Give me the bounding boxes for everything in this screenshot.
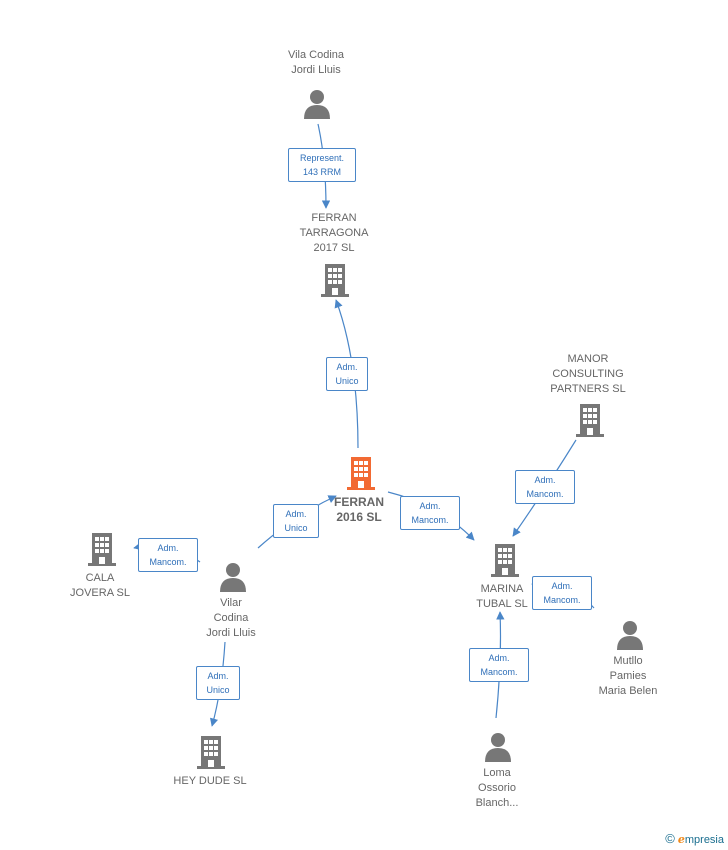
edge-label-line: Adm. — [419, 501, 441, 511]
person-icon[interactable] — [219, 562, 247, 592]
node-manor-label[interactable]: MANOR CONSULTING PARTNERS SL — [550, 352, 625, 397]
node-ferran-2016-label[interactable]: FERRAN 2016 SL — [334, 495, 384, 525]
edge-label-line: Mancom. — [526, 489, 564, 499]
building-icon[interactable] — [196, 735, 226, 769]
edge-label-line: Unico — [206, 685, 230, 695]
edge-label-line: Adm. — [551, 581, 573, 591]
brand-watermark: ©empresia — [665, 831, 724, 846]
label-line: MARINA — [480, 583, 524, 595]
label-line: FERRAN — [334, 495, 384, 509]
node-marina-tubal-label[interactable]: MARINA TUBAL SL — [476, 582, 528, 612]
label-line: 2016 SL — [336, 510, 382, 524]
edge-label-line: Adm. — [157, 543, 179, 553]
edge-label-line: Unico — [284, 523, 308, 533]
building-icon[interactable] — [320, 263, 350, 297]
edge-label-line: Adm. — [488, 653, 510, 663]
label-line: MANOR — [567, 353, 609, 365]
edge-label-line: 143 RRM — [302, 167, 341, 177]
edge-label-adm-unico[interactable]: Adm. Unico — [196, 666, 240, 700]
edge-label-adm-unico[interactable]: Adm. Unico — [326, 357, 368, 391]
edge-label-line: Mancom. — [480, 667, 518, 677]
edge-label-adm-unico[interactable]: Adm. Unico — [273, 504, 319, 538]
building-icon[interactable] — [490, 543, 520, 577]
node-cala-jovera-label[interactable]: CALA JOVERA SL — [70, 571, 130, 601]
edge-label-represent[interactable]: Represent. 143 RRM — [288, 148, 356, 182]
focus-building-icon[interactable] — [346, 456, 376, 490]
edge-label-line: Mancom. — [411, 515, 449, 525]
label-line: CALA — [85, 572, 115, 584]
building-icon[interactable] — [87, 532, 117, 566]
edge-label-line: Represent. — [299, 153, 345, 163]
edge-label-line: Adm. — [336, 362, 358, 372]
edge-label-adm-mancom[interactable]: Adm. Mancom. — [515, 470, 575, 504]
edge-label-line: Adm. — [285, 509, 307, 519]
node-hey-dude-label[interactable]: HEY DUDE SL — [173, 774, 246, 789]
brand-e: e — [677, 833, 685, 846]
copyright-icon: © — [665, 831, 675, 846]
label-line: FERRAN — [311, 212, 357, 224]
label-line: Jordi Lluis — [291, 64, 341, 76]
label-line: JOVERA SL — [70, 587, 130, 599]
node-loma-label[interactable]: Loma Ossorio Blanch... — [476, 766, 519, 811]
label-line: Vila Codina — [287, 49, 345, 61]
label-line: PARTNERS SL — [550, 383, 626, 395]
person-icon[interactable] — [484, 732, 512, 762]
label-line: Ossorio — [478, 782, 516, 794]
label-line: Mutllo — [613, 655, 643, 667]
label-line: CONSULTING — [552, 368, 624, 380]
node-ferran-tarragona-label[interactable]: FERRAN TARRAGONA 2017 SL — [300, 211, 369, 256]
label-line: Maria Belen — [598, 685, 658, 697]
person-icon[interactable] — [616, 620, 644, 650]
node-vila-codina-label[interactable]: Vila Codina Jordi Lluis — [288, 48, 344, 78]
building-icon[interactable] — [575, 403, 605, 437]
edge-label-line: Mancom. — [543, 595, 581, 605]
label-line: Blanch... — [475, 797, 519, 809]
label-line: Loma — [483, 767, 511, 779]
label-line: TUBAL SL — [476, 598, 528, 610]
person-icon[interactable] — [303, 89, 331, 119]
label-line: 2017 SL — [313, 242, 355, 254]
edge-label-adm-mancom[interactable]: Adm. Mancom. — [532, 576, 592, 610]
edge-label-line: Adm. — [534, 475, 556, 485]
edge-label-line: Unico — [335, 376, 359, 386]
label-line: TARRAGONA — [299, 227, 369, 239]
label-line: HEY DUDE SL — [173, 775, 247, 787]
node-mutllo-label[interactable]: Mutllo Pamies Maria Belen — [599, 654, 658, 699]
edge-label-adm-mancom[interactable]: Adm. Mancom. — [400, 496, 460, 530]
label-line: Codina — [213, 612, 249, 624]
edge-label-line: Mancom. — [149, 557, 187, 567]
label-line: Jordi Lluis — [206, 627, 256, 639]
edge-label-adm-mancom[interactable]: Adm. Mancom. — [469, 648, 529, 682]
edge-label-adm-mancom[interactable]: Adm. Mancom. — [138, 538, 198, 572]
label-line: Pamies — [609, 670, 647, 682]
edge-label-line: Adm. — [207, 671, 229, 681]
brand-name: mpresia — [684, 834, 724, 846]
label-line: Vilar — [220, 597, 242, 609]
node-vilar-codina-label[interactable]: Vilar Codina Jordi Lluis — [206, 596, 256, 641]
